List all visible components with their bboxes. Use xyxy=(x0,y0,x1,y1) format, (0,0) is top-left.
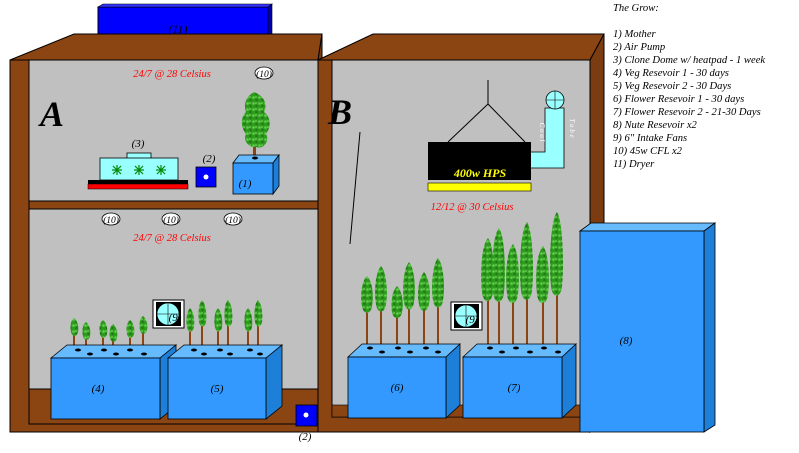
legend-item: 3) Clone Dome w/ heatpad - 1 week xyxy=(613,55,766,66)
cabinet-a-letter: A xyxy=(38,94,64,134)
legend-title: The Grow: xyxy=(613,3,659,14)
floor-air-pump-marker: (2) xyxy=(299,431,312,443)
legend-item: 4) Veg Resevoir 1 - 30 days xyxy=(613,68,729,79)
cfl-marker: (10) xyxy=(225,215,241,226)
flower-reservoir-2: (7) xyxy=(461,343,578,419)
hps-light: 400w HPS xyxy=(427,142,532,192)
legend-item: 11) Dryer xyxy=(613,159,655,170)
cabinet-b-condition: 12/12 @ 30 Celsius xyxy=(431,202,514,213)
cfl-lamp: (10) xyxy=(101,212,121,226)
air-pump: (2) xyxy=(195,153,217,188)
cabinet-a-top-condition: 24/7 @ 28 Celsius xyxy=(133,69,211,80)
legend-item: 10) 45w CFL x2 xyxy=(613,146,682,157)
cfl-marker: (10) xyxy=(103,215,119,226)
flower-plants-2 xyxy=(481,212,563,346)
nute-reservoir-marker: (8) xyxy=(620,335,633,347)
floor-air-pump: (2) xyxy=(295,404,318,443)
cool-tube-label-right: T u b e xyxy=(568,118,576,137)
legend-item: 1) Mother xyxy=(613,29,656,40)
cabinet-a-bottom-condition: 24/7 @ 28 Celsius xyxy=(133,233,211,244)
cfl-marker: (10) xyxy=(256,69,272,80)
veg-reservoir-1-marker: (4) xyxy=(92,383,105,395)
legend-item: 6) Flower Resevoir 1 - 30 days xyxy=(613,94,745,105)
veg-plants-2 xyxy=(186,300,263,346)
veg-reservoir-2: (5) xyxy=(166,300,284,420)
hps-label: 400w HPS xyxy=(453,166,507,180)
cabinet-a: A 24/7 @ 28 Celsius 24/7 @ 28 Celsius (1… xyxy=(9,33,323,433)
cabinet-b: B C o o l T u b e 400w HPS 12/12 @ 30 Ce… xyxy=(317,33,605,434)
intake-fan: (9) xyxy=(152,299,185,329)
cfl-lamp: (10) xyxy=(254,66,274,80)
clone-dome-marker: (3) xyxy=(132,138,145,150)
veg-reservoir-2-marker: (5) xyxy=(211,383,224,395)
cabinet-b-letter: B xyxy=(327,92,352,132)
legend-item: 9) 6" Intake Fans xyxy=(613,133,688,144)
veg-plants-1 xyxy=(70,316,148,348)
legend-item: 2) Air Pump xyxy=(613,42,666,53)
flower-plants-1 xyxy=(361,258,444,347)
cool-tube-label-left: C o o l xyxy=(538,123,546,142)
flower-reservoir-1: (6) xyxy=(346,343,462,419)
cfl-lamp: (10) xyxy=(223,212,243,226)
dryer-marker: (11) xyxy=(168,22,187,36)
legend-item: 7) Flower Resevoir 2 - 21-30 Days xyxy=(613,107,761,118)
intake-fan: (9) xyxy=(450,301,483,331)
fan-marker: (9) xyxy=(466,314,479,326)
veg-reservoir-1: (4) xyxy=(49,316,178,420)
clone-dome: (3) xyxy=(87,138,189,190)
nute-reservoir: (8) xyxy=(578,222,717,433)
legend: The Grow: 1) Mother 2) Air Pump 3) Clone… xyxy=(613,2,799,171)
flower-reservoir-1-marker: (6) xyxy=(391,382,404,394)
mother-marker: (1) xyxy=(239,178,252,190)
cfl-marker: (10) xyxy=(163,215,179,226)
legend-item: 8) Nute Resevoir x2 xyxy=(613,120,697,131)
mother-plant: (1) xyxy=(232,92,280,196)
cfl-lamp: (10) xyxy=(161,212,181,226)
fan-marker: (9) xyxy=(169,312,182,324)
air-pump-marker: (2) xyxy=(203,153,216,165)
legend-item: 5) Veg Resevoir 2 - 30 Days xyxy=(613,81,732,92)
cool-tube-duct: C o o l T u b e xyxy=(529,90,576,169)
flower-reservoir-2-marker: (7) xyxy=(508,382,521,394)
